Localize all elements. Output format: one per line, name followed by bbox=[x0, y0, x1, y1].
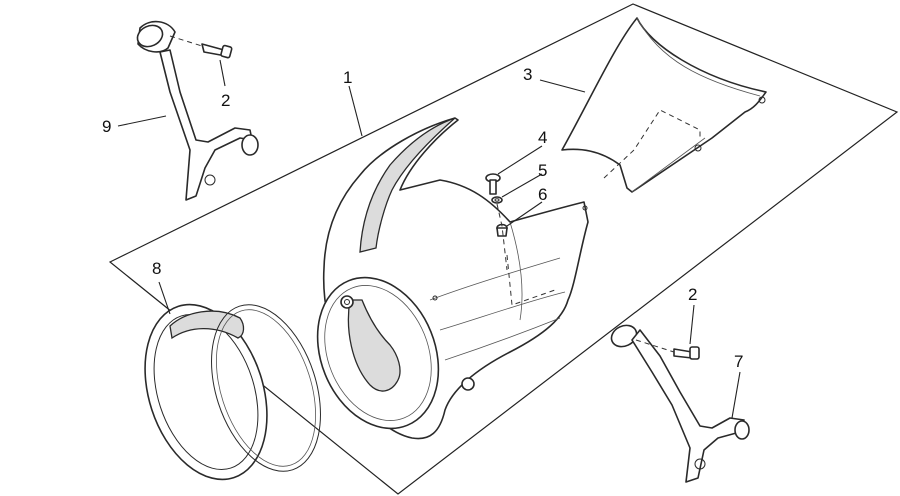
part-left-bracket bbox=[136, 20, 259, 201]
screw-4 bbox=[485, 173, 501, 195]
callout-7: 7 bbox=[734, 352, 743, 371]
callout-5: 5 bbox=[538, 161, 547, 180]
callout-2-left: 2 bbox=[221, 91, 230, 110]
nut-6 bbox=[496, 223, 508, 237]
washer-5 bbox=[491, 196, 503, 204]
callout-4: 4 bbox=[538, 128, 547, 147]
part-rear-fairing bbox=[561, 17, 767, 193]
leader-lines bbox=[117, 59, 741, 419]
part-headlight-fairing bbox=[316, 117, 589, 440]
screw-2-left bbox=[169, 35, 233, 59]
callout-2-right: 2 bbox=[688, 285, 697, 304]
callout-labels: 1 2 2 3 4 5 6 7 8 9 bbox=[102, 65, 743, 371]
assembly-frame bbox=[108, 3, 899, 495]
part-right-bracket bbox=[610, 324, 750, 483]
screw-2-right bbox=[635, 339, 700, 360]
callout-9: 9 bbox=[102, 117, 111, 136]
callout-1: 1 bbox=[343, 68, 352, 87]
callout-3: 3 bbox=[523, 65, 532, 84]
part-retaining-ring bbox=[211, 304, 321, 472]
part-headlight-rim bbox=[144, 303, 268, 481]
callout-8: 8 bbox=[152, 259, 161, 278]
callout-6: 6 bbox=[538, 185, 547, 204]
